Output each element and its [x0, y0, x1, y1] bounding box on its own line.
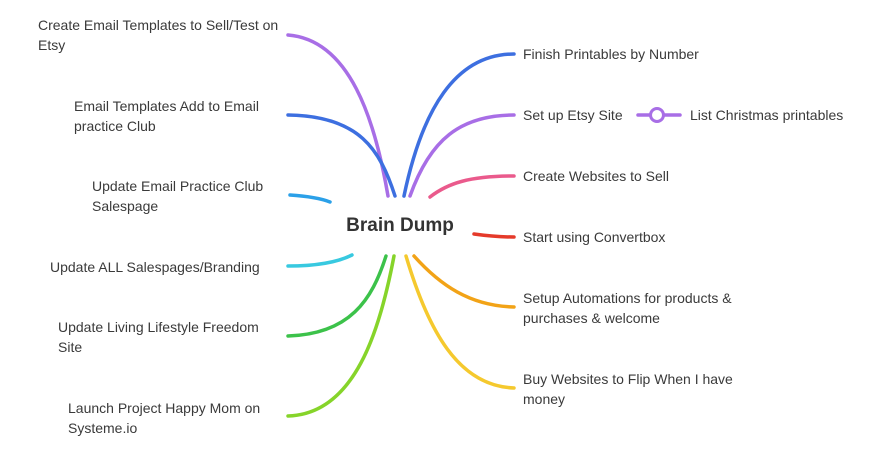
connector-right-1 — [402, 52, 516, 198]
connector-left-2 — [286, 113, 397, 198]
topic-email-templates-practice-club[interactable]: Email Templates Add to Email practice Cl… — [74, 98, 259, 134]
connector-left-6 — [286, 254, 396, 418]
topic-update-living-lifestyle[interactable]: Update Living Lifestyle Freedom Site — [58, 319, 259, 355]
topic-create-email-templates[interactable]: Create Email Templates to Sell/Test on E… — [38, 17, 279, 53]
topic-setup-automations[interactable]: Setup Automations for products & purchas… — [523, 290, 732, 326]
topic-update-email-practice-salespage[interactable]: Update Email Practice Club Salespage — [92, 178, 264, 214]
topic-list-christmas-printables[interactable]: List Christmas printables — [690, 107, 844, 123]
connector-right-3 — [428, 174, 516, 199]
central-topic[interactable]: Brain Dump — [346, 215, 454, 236]
connector-left-3 — [288, 193, 332, 204]
connector-left-5 — [286, 254, 388, 338]
topic-create-websites-to-sell[interactable]: Create Websites to Sell — [523, 168, 670, 184]
topic-buy-websites-to-flip[interactable]: Buy Websites to Flip When I have money — [523, 371, 733, 407]
topic-update-all-salespages[interactable]: Update ALL Salespages/Branding — [50, 259, 260, 275]
topic-start-using-convertbox[interactable]: Start using Convertbox — [523, 229, 666, 245]
connector-right-5 — [412, 254, 516, 309]
connector-right-6 — [404, 254, 516, 390]
topic-finish-printables[interactable]: Finish Printables by Number — [523, 46, 699, 62]
connector-right-2 — [408, 113, 516, 198]
topic-launch-project-happy-mom[interactable]: Launch Project Happy Mom on Systeme.io — [68, 400, 261, 436]
collapse-node-icon[interactable] — [649, 107, 665, 123]
topic-set-up-etsy-site[interactable]: Set up Etsy Site — [523, 107, 623, 123]
connector-right-4 — [472, 232, 516, 239]
connector-left-4 — [286, 253, 354, 268]
